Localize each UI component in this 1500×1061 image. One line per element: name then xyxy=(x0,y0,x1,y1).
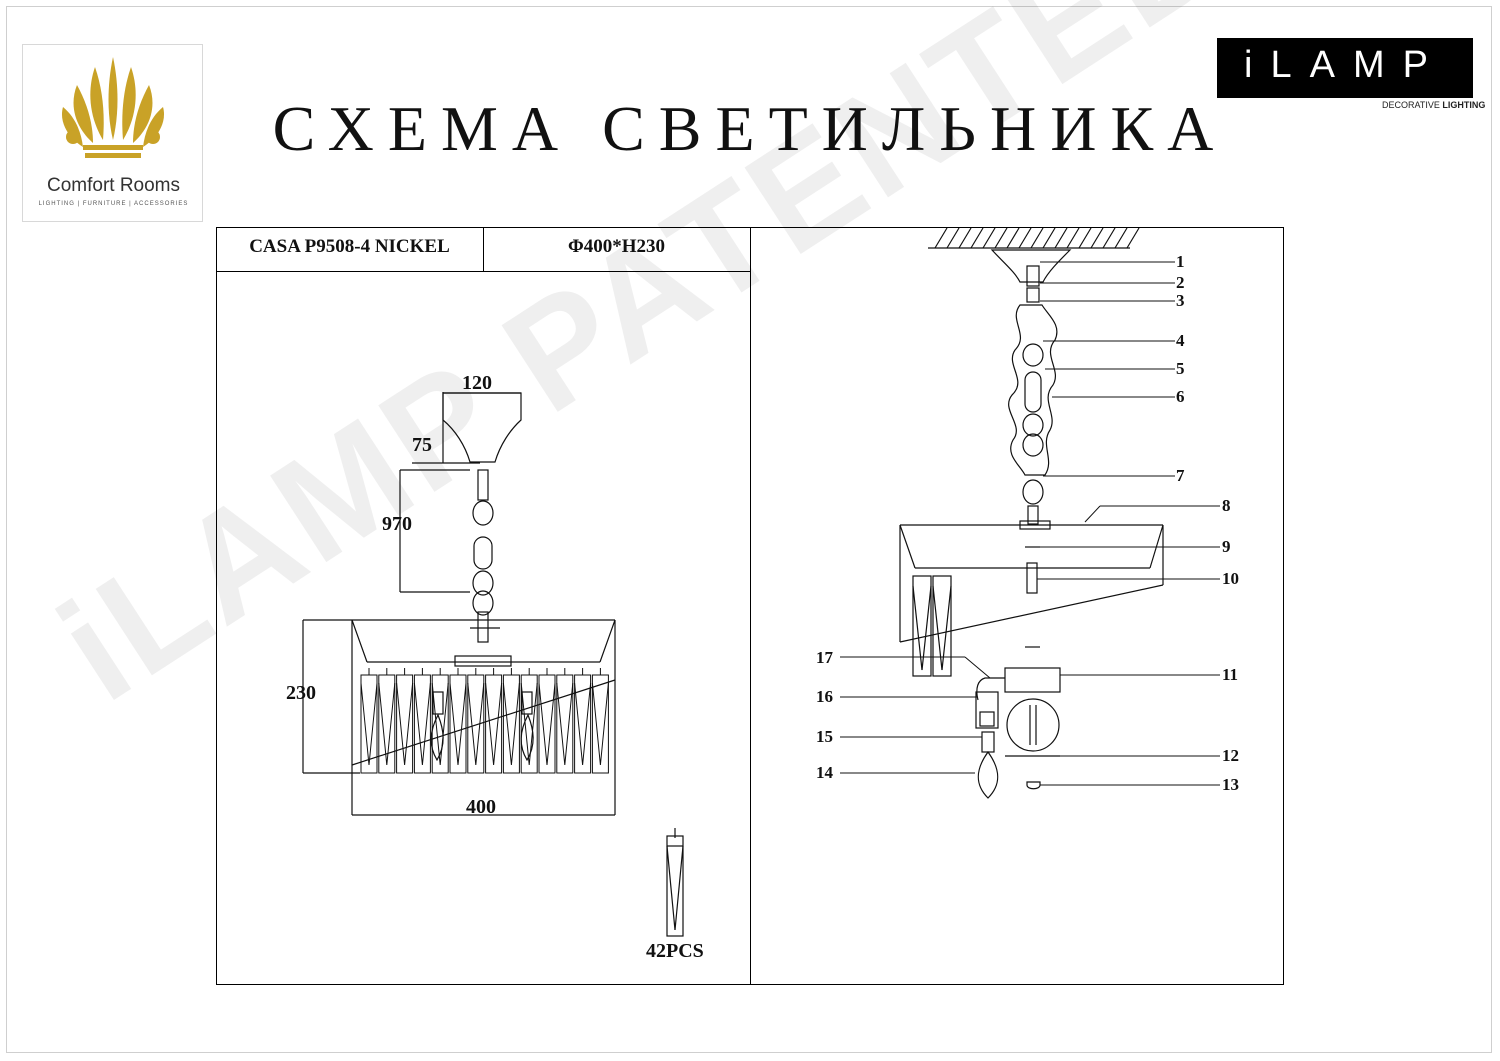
part-number-14: 14 xyxy=(816,763,833,782)
crystal-facet xyxy=(360,668,378,766)
crystal-row xyxy=(360,668,609,774)
part-number-1: 1 xyxy=(1176,252,1185,271)
hatch-line xyxy=(994,227,1008,249)
crystal-facet xyxy=(413,668,431,766)
page-title: СХЕМА СВЕТИЛЬНИКА xyxy=(272,93,1228,164)
dim-canopy-height: 75 xyxy=(412,434,432,456)
hatch-line xyxy=(970,227,984,249)
canopy-shape xyxy=(442,392,522,463)
hatch-line xyxy=(1066,227,1080,249)
hatch-line xyxy=(1090,227,1104,249)
exploded-bulb xyxy=(977,750,999,799)
part-number-7: 7 xyxy=(1176,466,1185,485)
ceiling-hatch xyxy=(934,227,1140,249)
ilamp-tagline-bold: LIGHTING xyxy=(1442,100,1486,110)
part-number-9: 9 xyxy=(1222,537,1231,556)
crystal-facet xyxy=(556,668,574,766)
hatch-line xyxy=(1078,227,1092,249)
hatch-line xyxy=(958,227,972,249)
part-number-16: 16 xyxy=(816,687,833,706)
logo-name: Comfort Rooms xyxy=(46,175,181,196)
single-crystal xyxy=(666,828,684,937)
ilamp-logo-word: iLAMP xyxy=(1244,44,1446,86)
crystal-facet xyxy=(591,668,609,766)
part-number-5: 5 xyxy=(1176,359,1185,378)
part-number-3: 3 xyxy=(1176,291,1185,310)
part-number-8: 8 xyxy=(1222,496,1231,515)
page-frame xyxy=(6,6,1492,1053)
part-number-6: 6 xyxy=(1176,387,1185,406)
hatch-line xyxy=(1042,227,1056,249)
ilamp-logo: iLAMP xyxy=(1217,38,1473,98)
ilamp-tagline: DECORATIVE LIGHTING xyxy=(1382,100,1485,110)
part-number-4: 4 xyxy=(1176,331,1185,350)
model-name: CASA P9508-4 NICKEL xyxy=(249,236,450,257)
part-number-10: 10 xyxy=(1222,569,1239,588)
crystal-facet xyxy=(574,668,592,766)
part-number-12: 12 xyxy=(1222,746,1239,765)
header-line xyxy=(216,271,750,272)
part-number-13: 13 xyxy=(1222,775,1239,794)
hatch-line xyxy=(1030,227,1044,249)
header-separator xyxy=(483,227,484,271)
exploded-canopy xyxy=(990,249,1072,283)
crystal-facet xyxy=(520,668,538,766)
hatch-line xyxy=(982,227,996,249)
hatch-line xyxy=(1126,227,1140,249)
dim-chain-length: 970 xyxy=(382,513,412,535)
part-number-17: 17 xyxy=(816,648,833,667)
crystal-facet xyxy=(378,668,396,766)
logo-tagline: LIGHTING | FURNITURE | ACCESSORIES xyxy=(38,201,189,207)
hatch-line xyxy=(1018,227,1032,249)
dim-width: 400 xyxy=(466,796,496,818)
dim-height: 230 xyxy=(286,682,316,704)
dim-canopy-width: 120 xyxy=(462,372,492,394)
part-number-2: 2 xyxy=(1176,273,1185,292)
panel-divider xyxy=(750,227,751,985)
hatch-line xyxy=(934,227,948,249)
crystal-facet xyxy=(396,668,414,766)
crystal-count: 42PCS xyxy=(646,940,704,962)
crystal-facet xyxy=(538,668,556,766)
hatch-line xyxy=(1054,227,1068,249)
model-size: Φ400*H230 xyxy=(567,236,666,257)
part-number-15: 15 xyxy=(816,727,833,746)
part-number-11: 11 xyxy=(1222,665,1239,684)
left-bulb xyxy=(430,713,444,762)
hatch-line xyxy=(1102,227,1116,249)
right-bulb xyxy=(520,713,534,762)
comfort-rooms-logo: Comfort Rooms LIGHTING | FURNITURE | ACC… xyxy=(22,44,203,222)
crystal-facet xyxy=(467,668,485,766)
crystal-facet xyxy=(431,668,449,766)
crystal-facet xyxy=(485,668,503,766)
crystal-facet xyxy=(449,668,467,766)
hatch-line xyxy=(946,227,960,249)
crystal-facet xyxy=(502,668,520,766)
hatch-line xyxy=(1114,227,1128,249)
chain-cover xyxy=(1008,304,1058,476)
crown-icon xyxy=(61,57,165,158)
ilamp-tagline-prefix: DECORATIVE xyxy=(1382,100,1443,110)
hatch-line xyxy=(1006,227,1020,249)
